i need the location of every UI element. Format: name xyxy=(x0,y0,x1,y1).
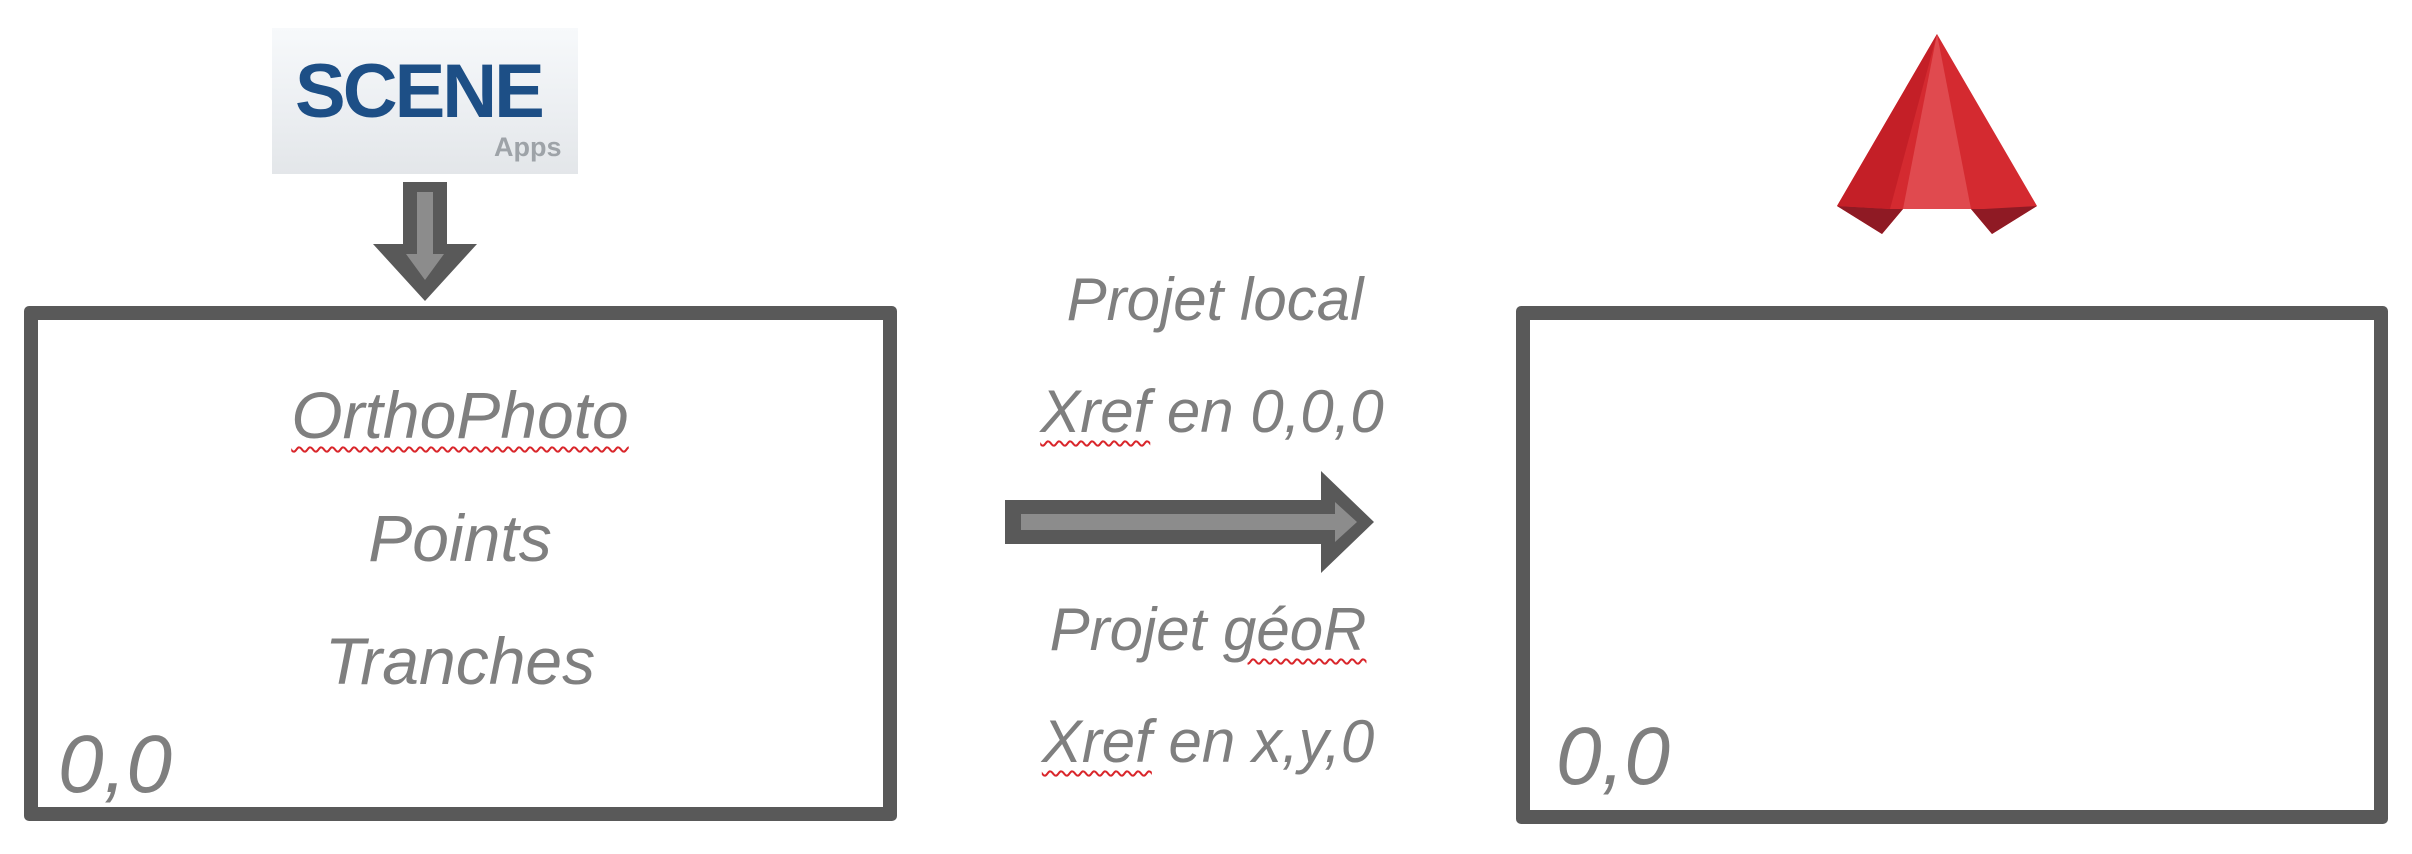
xref-geo-label: Xref en x,y,0 xyxy=(1041,708,1375,775)
right-origin-label: 0,0 xyxy=(1556,711,1670,802)
projet-local-label: Projet local xyxy=(1066,266,1364,333)
geor-word: géoR xyxy=(1222,596,1367,663)
right-arrow-icon xyxy=(1005,471,1374,573)
orthophoto-label: OrthoPhoto xyxy=(291,378,629,452)
scene-logo-text: SCENE xyxy=(295,49,545,134)
down-arrow-icon xyxy=(373,182,477,301)
autocad-logo-icon xyxy=(1837,34,2037,234)
scene-project-box xyxy=(24,306,897,821)
scene-logo-sub: Apps xyxy=(494,132,562,162)
scene-apps-logo: SCENE Apps xyxy=(272,28,578,174)
xref-local-label: Xref en 0,0,0 xyxy=(1040,378,1384,445)
xref-word: Xref xyxy=(1040,378,1151,445)
autocad-drawing-box xyxy=(1516,306,2388,824)
points-label: Points xyxy=(368,501,552,575)
left-origin-label: 0,0 xyxy=(58,719,172,810)
projet-geor-label: Projet géoR xyxy=(1049,596,1367,663)
xref-word: Xref xyxy=(1041,708,1152,775)
tranches-label: Tranches xyxy=(324,624,596,698)
